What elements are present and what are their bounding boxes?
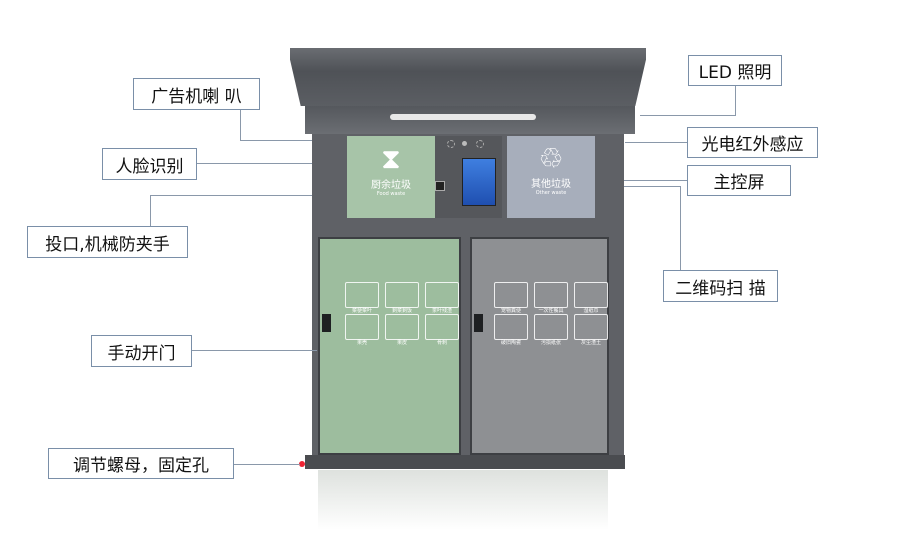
label-infrared: 光电红外感应 xyxy=(687,127,818,158)
speaker-icon xyxy=(447,140,455,148)
door-handle[interactable] xyxy=(474,314,483,332)
qr-scanner[interactable] xyxy=(435,181,445,191)
label-adjust-nut: 调节螺母，固定孔 xyxy=(48,448,234,479)
food-waste-en: Food waste xyxy=(376,191,406,197)
hourglass-icon: ⧗ xyxy=(381,142,401,175)
item-icon: 茶叶残渣 xyxy=(425,282,459,314)
main-screen[interactable] xyxy=(462,158,496,206)
label-qr-scan: 二维码扫 描 xyxy=(663,270,778,302)
canopy-roof xyxy=(290,48,646,106)
item-icon: 菜梗菜叶 xyxy=(345,282,379,314)
other-waste-en: Other waste xyxy=(535,190,567,196)
label-manual-door: 手动开门 xyxy=(91,335,192,367)
item-icon: 果壳 xyxy=(345,314,379,346)
food-waste-door[interactable]: 菜梗菜叶 剩菜剩饭 茶叶残渣 果壳 果皮 骨刺 xyxy=(318,237,461,455)
other-waste-door[interactable]: 宠物粪便 一次性餐具 湿纸巾 破旧陶瓷 污损纸张 灰尘渣土 xyxy=(470,237,609,455)
item-icon: 骨刺 xyxy=(425,314,459,346)
visor xyxy=(305,106,635,134)
control-panel xyxy=(427,136,502,218)
item-icon: 湿纸巾 xyxy=(574,282,608,314)
label-inlet: 投口,机械防夹手 xyxy=(27,226,188,258)
item-icon: 灰尘渣土 xyxy=(574,314,608,346)
cabinet-base xyxy=(305,455,625,469)
label-main-screen: 主控屏 xyxy=(687,165,791,196)
label-speaker: 广告机喇 叭 xyxy=(133,78,260,110)
camera-icon xyxy=(462,141,467,146)
label-led: LED 照明 xyxy=(688,55,782,86)
reflection xyxy=(318,470,608,530)
item-icon: 破旧陶瓷 xyxy=(494,314,528,346)
led-light-strip xyxy=(390,114,536,120)
door-handle[interactable] xyxy=(322,314,331,332)
food-waste-title: 厨余垃圾 xyxy=(371,180,411,191)
other-waste-title: 其他垃圾 xyxy=(531,179,571,190)
item-icon: 污损纸张 xyxy=(534,314,568,346)
item-icon: 宠物粪便 xyxy=(494,282,528,314)
item-icon: 剩菜剩饭 xyxy=(385,282,419,314)
item-icon: 一次性餐具 xyxy=(534,282,568,314)
nut-marker xyxy=(299,461,305,467)
item-icon: 果皮 xyxy=(385,314,419,346)
food-waste-panel: ⧗ 厨余垃圾 Food waste xyxy=(347,136,435,218)
other-waste-panel: ♲ 其他垃圾 Other waste xyxy=(507,136,595,218)
label-face-recognition: 人脸识别 xyxy=(102,148,197,180)
speaker-icon xyxy=(476,140,484,148)
recycle-icon: ♲ xyxy=(538,142,564,175)
